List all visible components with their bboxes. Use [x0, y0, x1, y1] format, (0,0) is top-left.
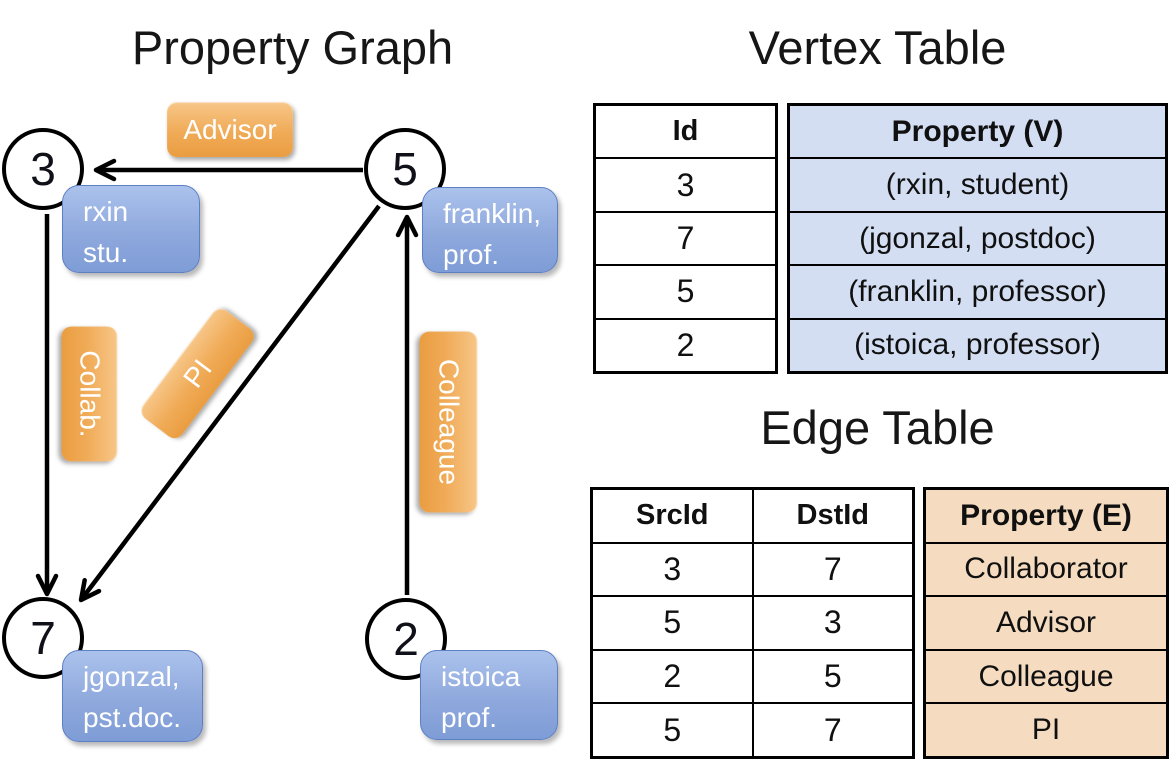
vertex-prop-jgonzal: jgonzal, pst.doc.	[62, 650, 203, 742]
edge-table-property-header: Property (E)	[960, 498, 1132, 532]
vertex-table-id-cell: 7	[676, 220, 695, 257]
edge-table-title: Edge Table	[760, 401, 995, 454]
vertex-prop-line: pst.doc.	[83, 702, 182, 733]
edge-table-src-cell: 3	[663, 550, 682, 587]
vertex-prop-line: rxin	[83, 196, 129, 227]
edge-table-dst-cell: 3	[751, 597, 913, 649]
vertex-table-property-cell: (jgonzal, postdoc)	[859, 221, 1096, 255]
graph-node-5: 5	[364, 128, 446, 210]
edge-label-advisor: Advisor	[167, 102, 293, 157]
graph-edges-layer	[35, 158, 419, 603]
edge-table-src-cell: 5	[663, 711, 682, 748]
edge-table-property-cell: Collaborator	[964, 552, 1128, 586]
edge-table-src-cell: 2	[663, 658, 682, 695]
vertex-prop-franklin: franklin, prof.	[422, 187, 558, 273]
vertex-table-property-header: Property (V)	[891, 114, 1064, 148]
vertex-table-property-column: Property (V) (rxin, student) (jgonzal, p…	[787, 103, 1168, 374]
vertex-prop-line: franklin,	[443, 198, 542, 229]
edge-table-src-cell: 5	[663, 604, 682, 641]
vertex-table-id-header: Id	[672, 115, 699, 148]
vertex-table-title: Vertex Table	[748, 21, 1007, 74]
edge-label-collab: Collab.	[61, 326, 118, 462]
node-id-label: 3	[30, 143, 56, 195]
edge-table-dst-cell: 5	[751, 650, 913, 703]
edge-pi-5-to-7	[78, 204, 381, 603]
edge-label-colleague: Colleague	[419, 331, 478, 513]
property-graph-title: Property Graph	[131, 21, 454, 74]
vertex-prop-istoica: istoica prof.	[420, 650, 558, 740]
vertex-prop-line: istoica	[441, 661, 521, 692]
vertex-prop-line: stu.	[83, 237, 129, 268]
edge-table-property-column: Property (E) Collaborator Advisor Collea…	[923, 487, 1169, 759]
edge-table-dst-header: DstId	[751, 490, 913, 542]
edge-table-dst-cell: 7	[751, 704, 913, 756]
edge-table-property-cell: Advisor	[995, 605, 1097, 639]
node-id-label: 7	[30, 612, 56, 664]
edge-table-dst-cell: 7	[751, 543, 913, 596]
edge-table-ids-columns: SrcId DstId 3 7 5 3 2 5 5 7	[590, 487, 915, 759]
vertex-prop-line: jgonzal,	[83, 661, 180, 692]
graph-node-2: 2	[365, 598, 447, 680]
vertex-table-id-column: Id 3 7 5 2	[593, 103, 778, 374]
edge-table-property-cell: Colleague	[978, 659, 1114, 693]
vertex-table-id-cell: 5	[676, 273, 695, 310]
vertex-table-id-cell: 2	[676, 326, 695, 363]
vertex-table-property-cell: (rxin, student)	[885, 168, 1070, 202]
vertex-table-id-cell: 3	[676, 166, 695, 203]
vertex-prop-line: prof.	[443, 239, 500, 270]
vertex-prop-line: prof.	[441, 702, 498, 733]
node-id-label: 2	[393, 613, 419, 665]
edge-table-property-cell: PI	[1031, 713, 1061, 747]
vertex-table-property-cell: (franklin, professor)	[848, 274, 1107, 308]
node-id-label: 5	[392, 143, 418, 195]
vertex-table-property-cell: (istoica, professor)	[854, 328, 1101, 362]
edge-table-src-header: SrcId	[635, 499, 709, 532]
vertex-prop-rxin: rxin stu.	[62, 185, 200, 273]
